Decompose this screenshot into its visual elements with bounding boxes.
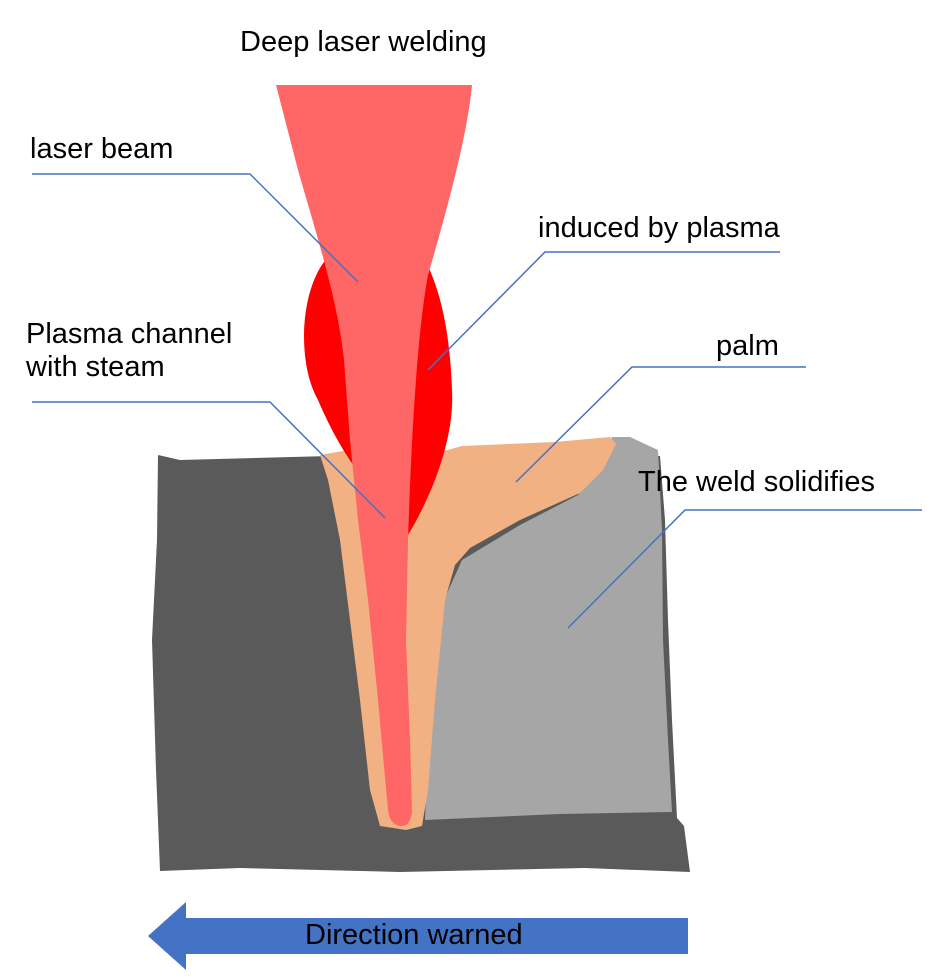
label-palm: palm [716,330,779,362]
leader-laser-beam [32,173,359,283]
leader-weld-solidifies [567,509,922,629]
leader-induced-plasma [427,251,780,371]
label-plasma-channel-line2: with steam [26,351,165,384]
leader-plasma-channel [32,401,386,519]
label-plasma-channel: Plasma channel with steam [26,318,232,385]
direction-arrow [148,902,688,970]
label-induced-plasma: induced by plasma [538,212,780,244]
label-plasma-channel-line1: Plasma channel [26,318,233,350]
diagram-title: Deep laser welding [240,26,487,58]
solidified-weld-region [425,437,672,820]
label-direction: Direction warned [305,919,523,951]
label-laser-beam: laser beam [30,133,174,165]
label-weld-solidifies: The weld solidifies [638,466,875,498]
leader-palm [515,366,806,483]
laser-beam [276,85,472,826]
leader-lines [32,173,922,629]
